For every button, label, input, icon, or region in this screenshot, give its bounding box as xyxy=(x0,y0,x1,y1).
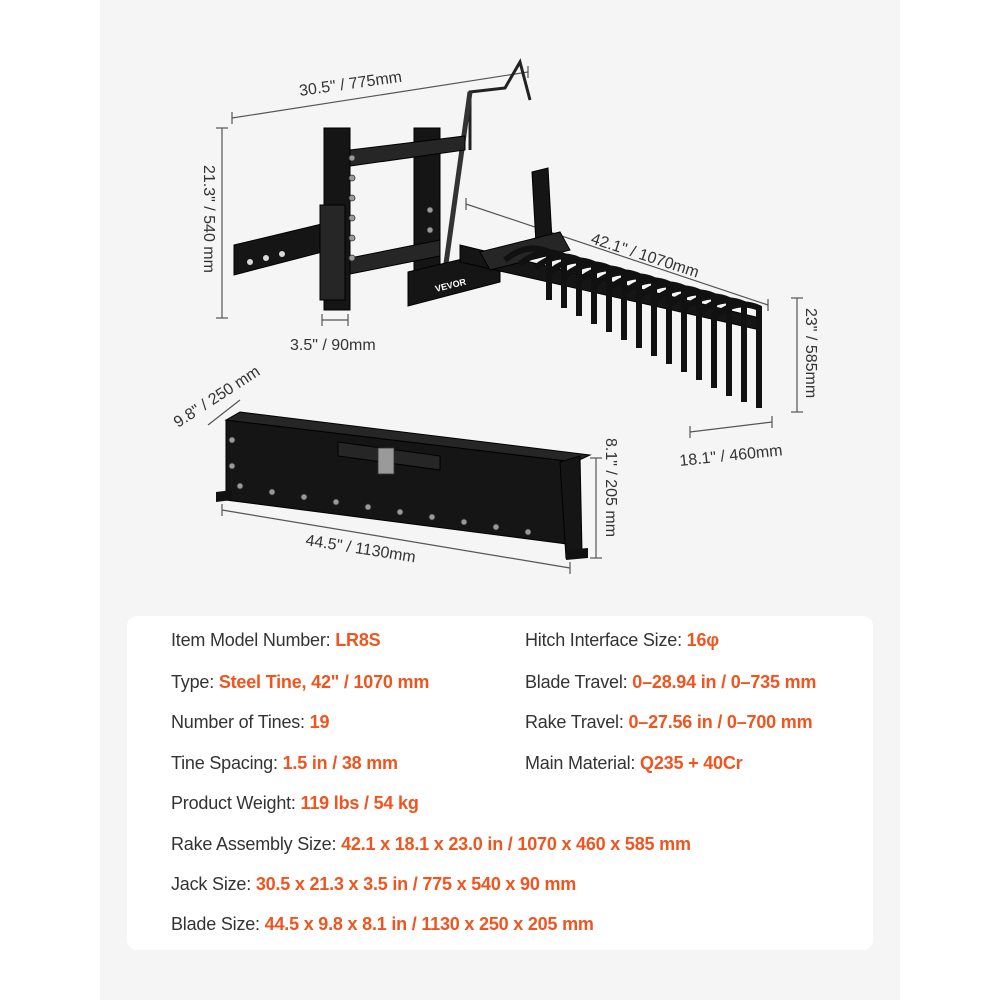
blade-height-label: 8.1" / 205 mm xyxy=(602,438,619,537)
spec-product-weight: Product Weight: 119 lbs / 54 kg xyxy=(171,793,419,813)
spec-number-of-tines: Number of Tines: 19 xyxy=(171,712,330,732)
spec-main-material: Main Material: Q235 + 40Cr xyxy=(525,753,743,773)
spec-tine-spacing: Tine Spacing: 1.5 in / 38 mm xyxy=(171,753,398,773)
spec-model: Item Model Number: LR8S xyxy=(171,630,381,650)
spec-blade-travel: Blade Travel: 0–28.94 in / 0–735 mm xyxy=(525,672,817,692)
blade-illustration xyxy=(216,411,592,560)
spec-rake-assembly-size: Rake Assembly Size: 42.1 x 18.1 x 23.0 i… xyxy=(171,834,691,854)
jack-height-label: 21.3" / 540 mm xyxy=(200,165,217,273)
jack-width-label: 30.5" / 775mm xyxy=(298,69,403,100)
blade-width-label: 44.5" / 1130mm xyxy=(304,532,417,566)
spec-rake-travel: Rake Travel: 0–27.56 in / 0–700 mm xyxy=(525,712,813,732)
dimension-lines xyxy=(207,66,803,574)
rake-height-label: 23" / 585mm xyxy=(802,308,819,398)
spec-jack-size: Jack Size: 30.5 x 21.3 x 3.5 in / 775 x … xyxy=(171,874,577,894)
rake-assembly-illustration xyxy=(459,167,762,408)
specification-card: Item Model Number: LR8S Hitch Interface … xyxy=(127,616,873,950)
spec-hitch-interface: Hitch Interface Size: 16φ xyxy=(525,630,719,650)
product-dimension-diagram: 30.5" / 775mm 21.3" / 540 mm 3.5" / 90mm… xyxy=(171,58,819,574)
spec-blade-size: Blade Size: 44.5 x 9.8 x 8.1 in / 1130 x… xyxy=(171,914,594,934)
jack-assembly-illustration: VEVOR xyxy=(233,58,532,311)
rake-depth-label: 18.1" / 460mm xyxy=(679,442,784,470)
jack-depth-label: 3.5" / 90mm xyxy=(290,337,376,354)
spec-type: Type: Steel Tine, 42" / 1070 mm xyxy=(171,672,430,692)
